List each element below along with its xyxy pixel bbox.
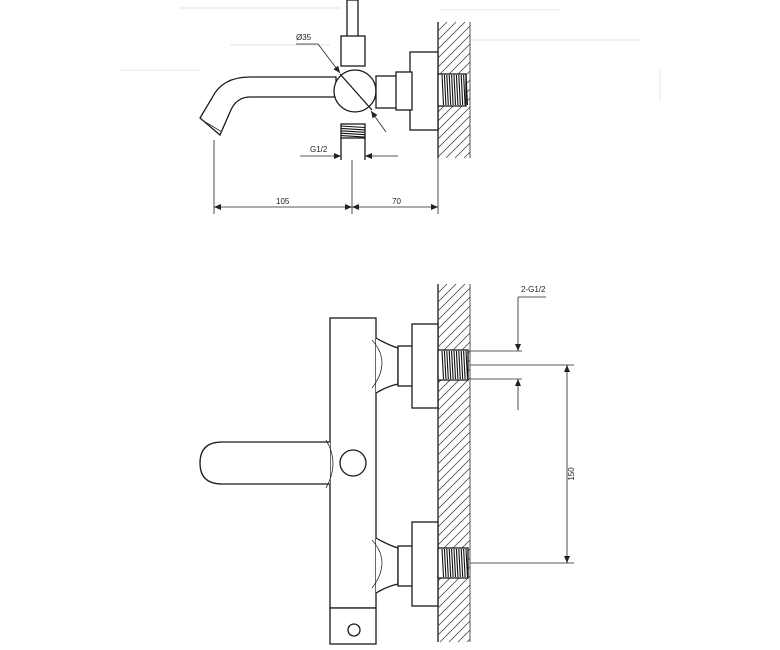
offset-dimension-label: 70 (392, 197, 401, 206)
inlet-thread-bottom (340, 123, 366, 160)
wall-hatching-front (437, 283, 471, 643)
eccentric-lower (375, 537, 399, 594)
lever-collar-top (340, 35, 366, 67)
lever-handle-front (199, 441, 330, 485)
diameter-label: Ø35 (296, 33, 312, 42)
lever-handle-top (346, 0, 359, 41)
thread-size-label-top: G1/2 (310, 145, 328, 154)
background-watermark (120, 7, 661, 100)
thread-upper (437, 349, 469, 381)
rosette-upper (411, 323, 439, 409)
connector-top (375, 75, 399, 109)
thread-top (437, 73, 469, 107)
eccentric-upper (375, 337, 399, 394)
lever-cap (339, 449, 367, 477)
center-distance-label: 150 (567, 467, 576, 481)
diverter-knob (347, 623, 361, 637)
nut-top (395, 71, 413, 111)
thread-size-label-front: 2-G1/2 (521, 285, 546, 294)
wall-front (437, 283, 471, 643)
front-view: 2-G1/2 150 (199, 283, 576, 645)
top-view: Ø35 G1/2 105 70 (199, 0, 471, 214)
thread-lower (437, 547, 469, 579)
rosette-top (409, 51, 439, 131)
spout-top (199, 76, 337, 137)
rosette-lower (411, 521, 439, 607)
reach-dimension-label: 105 (276, 197, 290, 206)
